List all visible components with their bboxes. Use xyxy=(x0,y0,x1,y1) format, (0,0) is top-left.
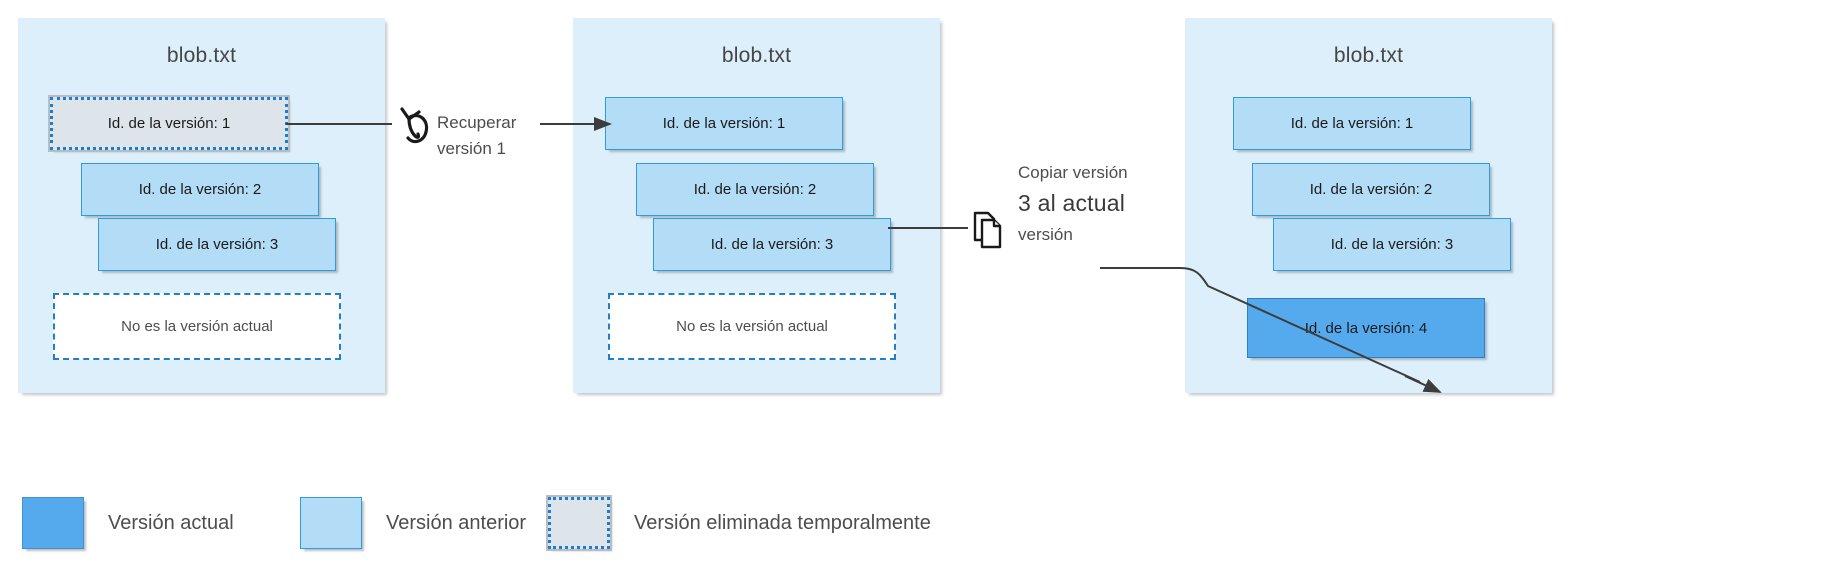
panel-3-version-3[interactable]: Id. de la versión: 3 xyxy=(1273,218,1511,271)
panel-2-version-2[interactable]: Id. de la versión: 2 xyxy=(636,163,874,216)
annotation-copy-line3: versión xyxy=(1018,224,1073,244)
legend: Versión actual Versión anterior Versión … xyxy=(22,495,1122,557)
panel-3-file-name: blob.txt xyxy=(1333,44,1404,67)
panel-1-file-name: blob.txt xyxy=(166,44,237,67)
version-label: Id. de la versión: 3 xyxy=(155,236,279,253)
undo-icon xyxy=(400,107,429,144)
panel-2-version-3[interactable]: Id. de la versión: 3 xyxy=(653,218,891,271)
blob-panel-3: blob.txt Id. de la versión: 1 Id. de la … xyxy=(1185,18,1552,393)
copy-pages-icon xyxy=(973,211,1002,249)
not-current-label: No es la versión actual xyxy=(676,318,828,335)
panel-3-version-4[interactable]: Id. de la versión: 4 xyxy=(1247,298,1485,358)
legend-swatch-deleted xyxy=(546,495,612,551)
annotation-copy: Copiar versión 3 al actual versión xyxy=(1018,160,1198,248)
version-label: Id. de la versión: 2 xyxy=(1309,181,1433,198)
legend-item-deleted: Versión eliminada temporalmente xyxy=(546,495,931,551)
legend-item-previous: Versión anterior xyxy=(300,497,526,549)
panel-2-not-current-box: No es la versión actual xyxy=(608,293,896,360)
version-label: Id. de la versión: 1 xyxy=(662,115,786,132)
legend-item-current: Versión actual xyxy=(22,497,234,549)
version-label: Id. de la versión: 2 xyxy=(693,181,817,198)
version-label: Id. de la versión: 4 xyxy=(1304,319,1428,337)
panel-1-version-2[interactable]: Id. de la versión: 2 xyxy=(81,163,319,216)
legend-swatch-current xyxy=(22,497,84,549)
panel-1-not-current-box: No es la versión actual xyxy=(53,293,341,360)
version-label: Id. de la versión: 3 xyxy=(1330,236,1454,253)
annotation-copy-line2: 3 al actual xyxy=(1018,190,1126,217)
panel-3-version-2[interactable]: Id. de la versión: 2 xyxy=(1252,163,1490,216)
panel-1-version-3[interactable]: Id. de la versión: 3 xyxy=(98,218,336,271)
panel-3-version-1[interactable]: Id. de la versión: 1 xyxy=(1233,97,1471,150)
legend-label-current: Versión actual xyxy=(108,511,234,534)
annotation-recover: Recuperar versión 1 xyxy=(437,110,567,163)
annotation-copy-line1: Copiar versión xyxy=(1018,163,1128,182)
version-label: Id. de la versión: 1 xyxy=(1290,115,1414,132)
annotation-recover-line1: Recuperar xyxy=(437,113,517,132)
blob-panel-1: blob.txt Id. de la versión: 1 Id. de la … xyxy=(18,18,385,393)
annotation-recover-line2: versión 1 xyxy=(437,139,506,159)
not-current-label: No es la versión actual xyxy=(121,318,273,335)
version-label: Id. de la versión: 3 xyxy=(710,236,834,253)
panel-1-version-1[interactable]: Id. de la versión: 1 xyxy=(48,95,290,152)
blob-panel-2: blob.txt Id. de la versión: 1 Id. de la … xyxy=(573,18,940,393)
legend-swatch-previous xyxy=(300,497,362,549)
version-label: Id. de la versión: 2 xyxy=(138,181,262,198)
panel-2-version-1[interactable]: Id. de la versión: 1 xyxy=(605,97,843,150)
panel-2-file-name: blob.txt xyxy=(721,44,792,67)
legend-label-deleted: Versión eliminada temporalmente xyxy=(634,511,931,534)
version-label: Id. de la versión: 1 xyxy=(107,115,231,132)
legend-label-previous: Versión anterior xyxy=(386,511,527,534)
